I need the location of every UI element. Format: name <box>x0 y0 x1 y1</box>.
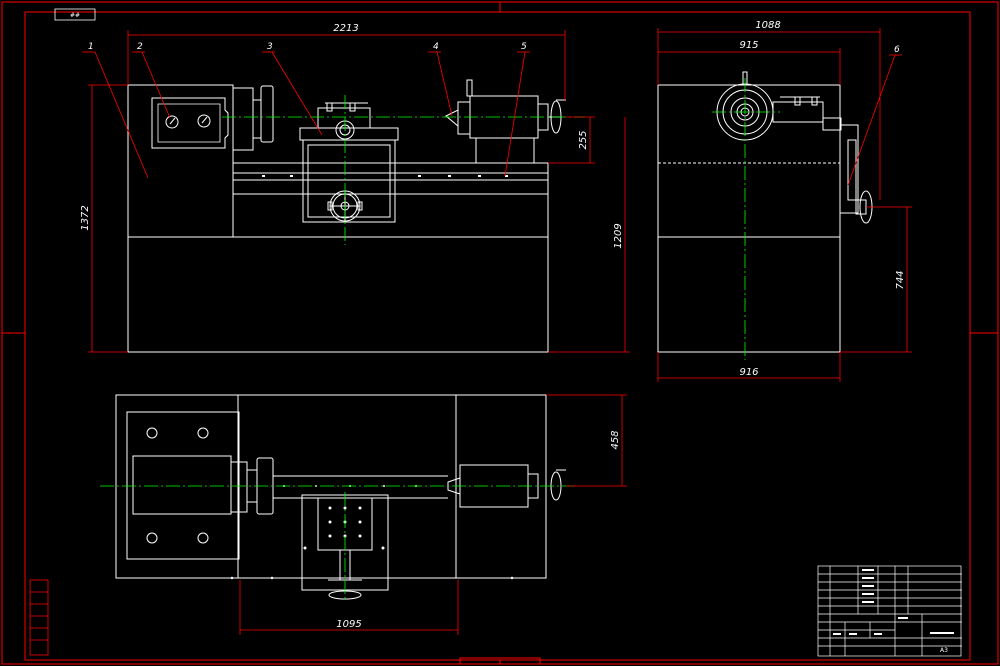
dim-base-width: 916 <box>739 367 758 378</box>
bolt-icon <box>146 532 158 544</box>
bolt-icon <box>146 427 158 439</box>
svg-text:##: ## <box>70 12 80 19</box>
knob-icon <box>197 114 211 128</box>
top-view <box>115 394 566 600</box>
part-label-6: 6 <box>894 45 900 55</box>
dim-overall-length: 2213 <box>333 23 358 34</box>
dim-depth: 458 <box>610 430 621 449</box>
dim-base-height: 744 <box>895 270 906 289</box>
dim-overall-width: 1088 <box>755 20 780 31</box>
top-centerlines <box>100 485 575 600</box>
bolt-icon <box>197 532 209 544</box>
part-label-4: 4 <box>433 42 439 52</box>
part-label-3: 3 <box>267 42 273 52</box>
sheet-size: A3 <box>940 647 948 654</box>
front-view <box>127 79 566 353</box>
front-centerlines <box>222 95 585 245</box>
front-dimensions <box>82 30 630 353</box>
dim-inner-width: 915 <box>739 40 758 51</box>
dim-bed-height: 1209 <box>613 223 624 248</box>
corner-tag: ## <box>54 8 96 21</box>
title-block <box>817 565 962 657</box>
side-centerlines <box>712 78 780 360</box>
top-dimensions <box>239 394 627 635</box>
side-view <box>657 71 873 353</box>
top-outline <box>115 394 547 579</box>
side-base <box>657 236 841 353</box>
dim-total-height: 1372 <box>80 205 91 230</box>
knob-icon <box>165 115 179 129</box>
part-label-2: 2 <box>137 42 143 52</box>
carriage <box>302 139 396 223</box>
part-label-5: 5 <box>521 42 527 52</box>
bolt-icon <box>197 427 209 439</box>
dim-carriage-span: 1095 <box>336 619 361 630</box>
title-block-fills <box>833 569 954 635</box>
side-dimensions <box>657 28 912 382</box>
control-panel <box>151 97 229 149</box>
side-upper <box>657 84 841 238</box>
base-cabinet <box>127 236 549 353</box>
revision-strip <box>29 579 49 656</box>
dim-tailstock-height: 255 <box>578 130 589 149</box>
headstock <box>127 84 234 238</box>
part-label-1: 1 <box>88 42 94 52</box>
spindle-handwheel <box>260 85 274 143</box>
